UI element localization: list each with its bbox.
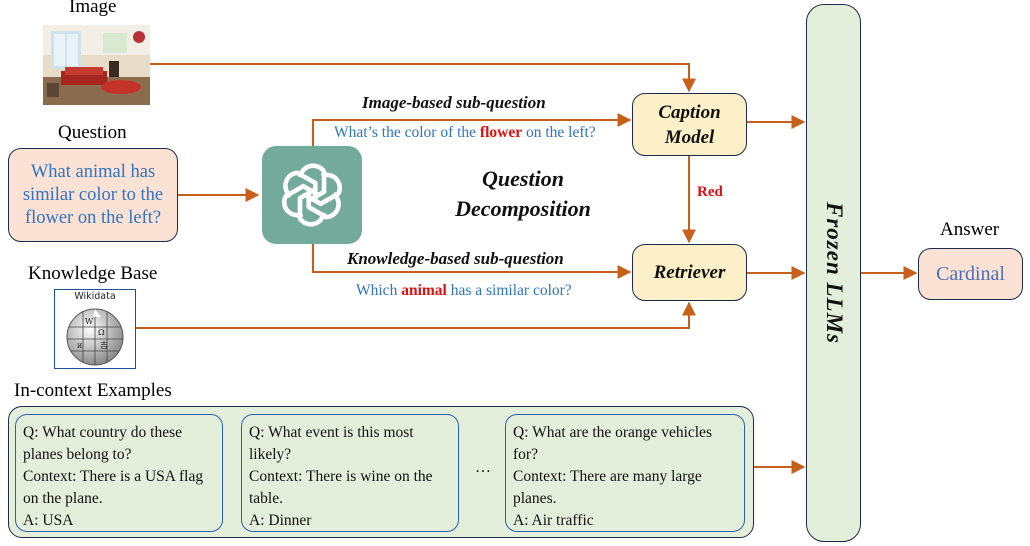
retriever-label: Retriever — [653, 261, 726, 283]
question-box: What animal has similar color to the flo… — [8, 148, 178, 242]
caption-model-line1: Caption — [658, 101, 721, 123]
svg-text:и: и — [77, 341, 82, 350]
arrow-image-to-caption — [150, 63, 696, 93]
svg-text:吉: 吉 — [100, 341, 108, 350]
example-answer: A: Dinner — [249, 512, 312, 529]
image-subq-text: What’s the color of the flower on the le… — [334, 124, 596, 141]
intermediate-answer-label: Red — [697, 184, 723, 200]
wikidata-label: Wikidata — [74, 291, 116, 302]
arrow-decomposer-to-retriever — [312, 244, 632, 279]
openai-knot-icon — [281, 163, 343, 227]
ellipsis: … — [475, 459, 491, 476]
caption-model-box: Caption Model — [632, 93, 747, 156]
example-context: Context: There is a USA flag on the plan… — [23, 468, 204, 507]
example-context: Context: There are many large planes. — [513, 468, 702, 507]
example-card: Q: What are the orange vehicles for? Con… — [505, 414, 745, 532]
example-question: Q: What event is this most likely? — [249, 424, 414, 463]
example-question: Q: What are the orange vehicles for? — [513, 424, 712, 463]
example-card: Q: What event is this most likely? Conte… — [241, 414, 459, 532]
retriever-box: Retriever — [632, 244, 747, 301]
image-subq-highlight: flower — [479, 124, 523, 141]
knowledge-subq-title: Knowledge-based sub-question — [347, 249, 564, 268]
example-card: Q: What country do these planes belong t… — [15, 414, 223, 532]
example-question: Q: What country do these planes belong t… — [23, 424, 182, 463]
frozen-llm-label: Frozen LLMs — [821, 202, 847, 344]
in-context-examples-box: Q: What country do these planes belong t… — [8, 406, 754, 538]
example-answer: A: Air traffic — [513, 512, 594, 529]
image-subq-title: Image-based sub-question — [362, 93, 546, 112]
arrow-decomposer-to-caption — [312, 113, 632, 146]
knowledge-subq-highlight: animal — [401, 282, 447, 299]
arrow-kb-to-retriever — [136, 301, 696, 329]
knowledge-subq-text: Which animal has a similar color? — [356, 282, 572, 299]
example-answer: A: USA — [23, 512, 74, 529]
caption-model-line2: Model — [664, 126, 715, 148]
in-context-label: In-context Examples — [14, 380, 172, 401]
svg-text:W: W — [85, 317, 94, 326]
openai-logo-icon — [262, 146, 362, 244]
example-context: Context: There is wine on the table. — [249, 468, 433, 507]
photo-image-icon — [43, 25, 150, 105]
answer-box: Cardinal — [918, 248, 1023, 300]
wikipedia-globe-icon: WΩи 吉 — [66, 308, 124, 366]
knowledge-base-label: Knowledge Base — [28, 263, 158, 284]
image-label: Image — [69, 0, 117, 17]
answer-text: Cardinal — [936, 262, 1005, 285]
decomposition-title: Question Decomposition — [455, 166, 591, 221]
svg-text:Ω: Ω — [98, 328, 105, 337]
question-text: What animal has similar color to the flo… — [22, 161, 164, 228]
answer-label: Answer — [940, 219, 1000, 240]
question-label: Question — [58, 122, 127, 143]
frozen-llm-box: Frozen LLMs — [806, 4, 861, 542]
